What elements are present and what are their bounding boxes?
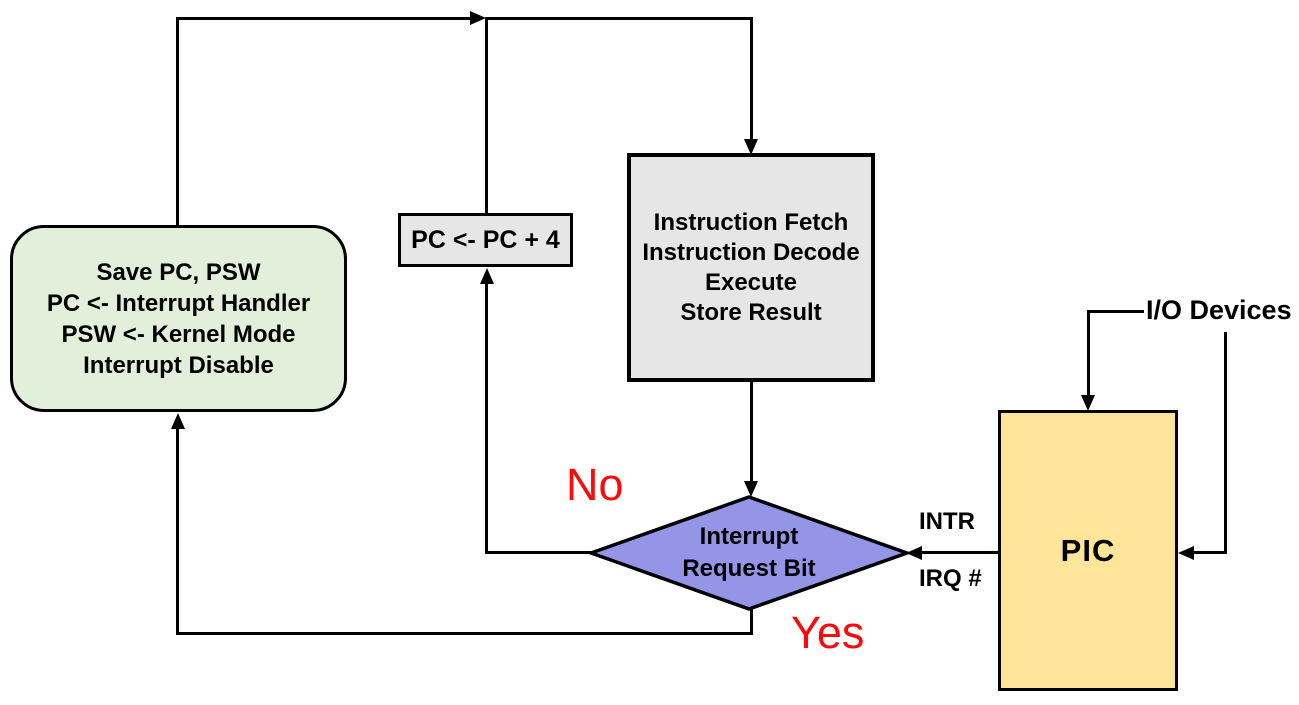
interrupt-entry-line: PC <- Interrupt Handler: [46, 289, 311, 317]
edge-entry-to-top-vertical: [176, 17, 179, 226]
diamond-shape: [588, 495, 910, 611]
node-pic: PIC: [998, 410, 1178, 691]
interrupt-check-line: Interrupt: [699, 523, 799, 550]
io-devices-label: I/O Devices: [1146, 295, 1292, 325]
execute-cycle-line: Instruction Decode: [642, 238, 860, 266]
arrowhead-into-pc-increment: [480, 268, 494, 284]
node-interrupt-check: Interrupt Request Bit: [588, 494, 910, 612]
edge-yes-horizontal: [176, 632, 753, 635]
edge-no-vertical: [485, 282, 488, 554]
interrupt-entry-line: Save PC, PSW: [96, 258, 261, 286]
edge-io-to-pic-right-horizontal: [1192, 551, 1227, 554]
execute-cycle-line: Execute: [704, 268, 798, 296]
arrowhead-into-entry: [171, 413, 185, 429]
interrupt-entry-line: Interrupt Disable: [83, 351, 274, 379]
edge-yes-vertical-short: [750, 607, 753, 635]
execute-cycle-line: Instruction Fetch: [653, 208, 849, 236]
interrupt-check-label: Interrupt Request Bit: [588, 494, 910, 612]
interrupt-check-line: Request Bit: [682, 555, 816, 582]
edge-pc-to-top-vertical: [485, 17, 488, 216]
branch-label-no: No: [566, 459, 624, 510]
node-interrupt-entry: Save PC, PSW PC <- Interrupt Handler PSW…: [10, 225, 347, 412]
edge-top-horizontal-left: [176, 17, 470, 20]
edge-down-to-execute-vertical: [750, 17, 753, 141]
arrowhead-into-top-junction: [470, 11, 486, 25]
arrowhead-into-pic-top: [1081, 395, 1095, 411]
pc-increment-label: PC <- PC + 4: [411, 225, 560, 254]
edge-pic-to-decision: [920, 551, 999, 554]
edge-yes-vertical-up: [176, 427, 179, 635]
edge-io-label-horizontal: [1087, 310, 1144, 313]
arrowhead-into-pic-right: [1178, 546, 1194, 560]
pic-label: PIC: [1060, 532, 1116, 568]
arrowhead-into-decision: [744, 481, 758, 497]
edge-io-to-pic-top-vertical: [1087, 310, 1090, 397]
execute-cycle-line: Store Result: [680, 298, 822, 326]
edge-execute-to-decision: [750, 381, 753, 483]
arrowhead-into-decision-right: [906, 546, 922, 560]
signal-label-irq: IRQ #: [919, 565, 982, 592]
branch-label-yes: Yes: [791, 607, 865, 658]
arrowhead-into-execute: [744, 139, 758, 155]
edge-io-to-pic-right-vertical: [1224, 332, 1227, 553]
diamond-polygon: [588, 495, 910, 611]
node-pc-increment: PC <- PC + 4: [398, 213, 573, 267]
edge-top-horizontal-right: [485, 17, 753, 20]
interrupt-entry-line: PSW <- Kernel Mode: [61, 320, 296, 348]
node-execute-cycle: Instruction Fetch Instruction Decode Exe…: [627, 153, 875, 382]
edge-no-horizontal: [486, 551, 594, 554]
signal-label-intr: INTR: [919, 508, 975, 535]
